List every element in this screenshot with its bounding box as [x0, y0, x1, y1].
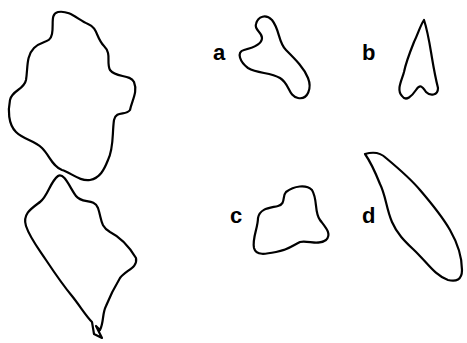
option-shape [365, 153, 462, 281]
option-shape [399, 20, 438, 98]
option-letter: a [213, 42, 225, 64]
option-shape [240, 17, 310, 99]
option-letter: b [362, 42, 375, 64]
reference-shape [9, 12, 135, 181]
reference-shape [25, 175, 136, 338]
option-letter: c [230, 205, 242, 227]
option-shape [254, 186, 329, 253]
option-letter: d [362, 205, 375, 227]
